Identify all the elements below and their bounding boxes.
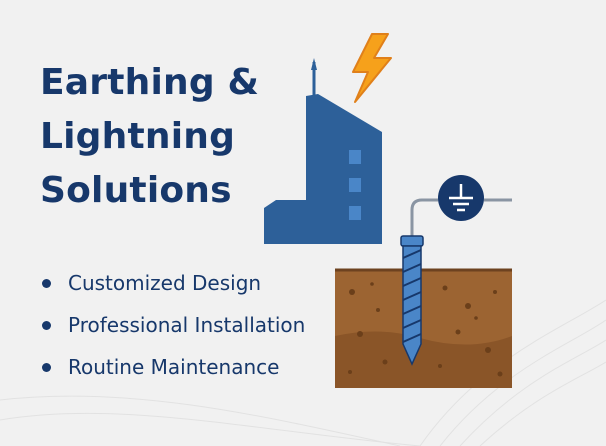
window (349, 150, 361, 164)
window (349, 206, 361, 220)
title-line-1: Earthing & (40, 62, 260, 103)
ground-symbol-icon (438, 175, 484, 221)
feature-label: Routine Maintenance (68, 355, 280, 379)
feature-label: Professional Installation (68, 313, 306, 337)
page-title: Earthing & Lightning Solutions (40, 56, 259, 218)
window (349, 178, 361, 192)
building-icon (264, 58, 382, 244)
soil-block (335, 268, 512, 388)
feature-label: Customized Design (68, 271, 262, 295)
title-line-3: Solutions (40, 170, 232, 211)
earth-rod-icon (400, 235, 424, 366)
feature-list: Customized Design Professional Installat… (40, 262, 305, 388)
feature-item-design: Customized Design (40, 262, 305, 304)
feature-item-maintenance: Routine Maintenance (40, 346, 305, 388)
bullet-icon (42, 363, 51, 372)
bullet-icon (42, 279, 51, 288)
ground-wire (410, 198, 512, 238)
bullet-icon (42, 321, 51, 330)
lightning-bolt-icon (352, 33, 392, 103)
feature-item-installation: Professional Installation (40, 304, 305, 346)
title-line-2: Lightning (40, 116, 236, 157)
